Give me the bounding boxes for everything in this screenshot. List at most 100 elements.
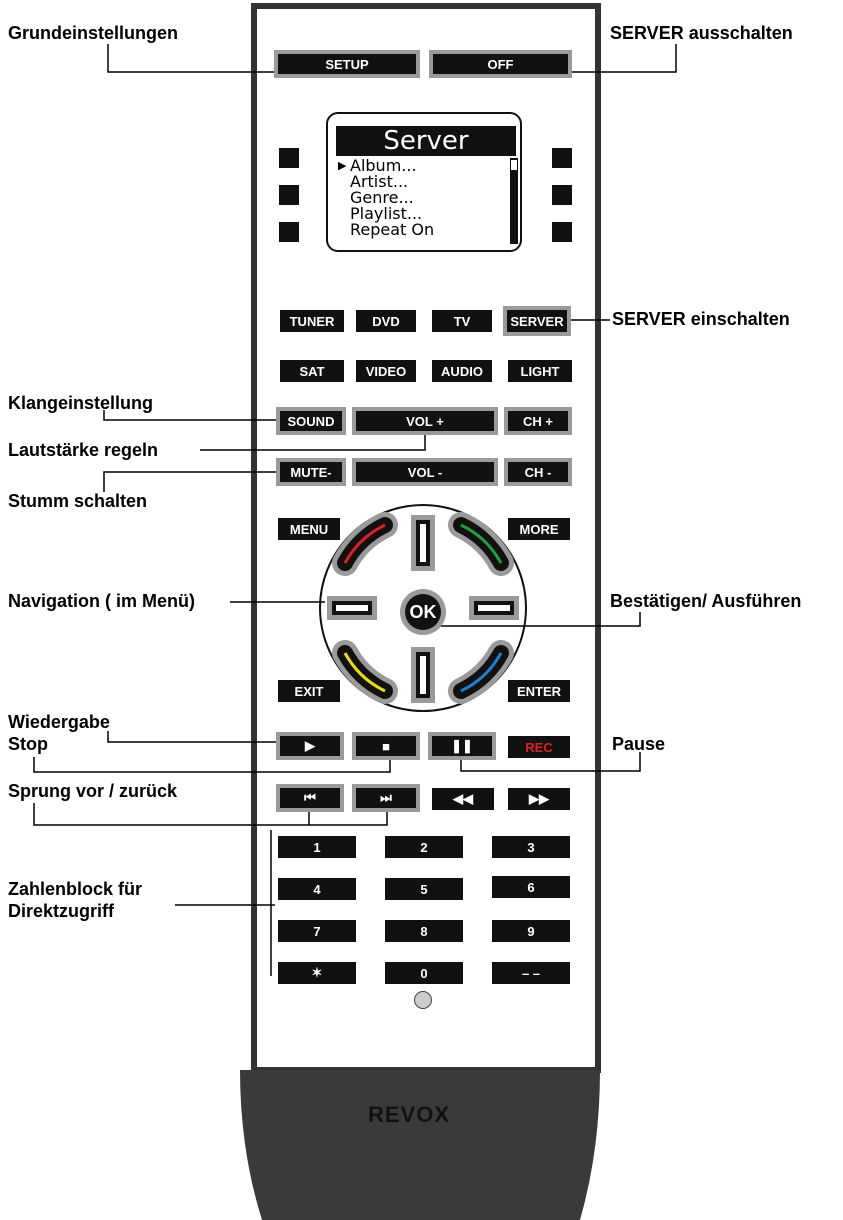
setup-button[interactable]: SETUP [274,50,420,78]
vol-down-button[interactable]: VOL - [352,458,498,486]
remote-bottom-cap [240,1070,600,1220]
display-title: Server [336,126,516,156]
sound-button[interactable]: SOUND [276,407,346,435]
line-stop [33,757,391,773]
number-3-button[interactable]: 3 [492,836,570,858]
number-2-button[interactable]: 2 [385,836,463,858]
enter-button[interactable]: ENTER [508,680,570,702]
line-play [107,731,276,743]
number-0-label: 0 [385,962,463,984]
nav-yellow-arc [332,640,398,704]
more-button-label: MORE [508,518,570,540]
dvd-button[interactable]: DVD [356,310,416,332]
skip-back-button[interactable]: ⏮ [276,784,344,812]
annotation-play: Wiedergabe [8,712,110,732]
revox-logo: REVOX [368,1102,451,1127]
dvd-button-label: DVD [356,310,416,332]
ch-up-button[interactable]: CH + [504,407,572,435]
soft-key-left-1[interactable] [279,148,299,168]
number-4-button[interactable]: 4 [278,878,356,900]
number-6-label: 6 [492,876,570,898]
annotation-confirm: Bestätigen/ Ausführen [610,591,802,611]
vol-down-button-label: VOL - [356,462,494,482]
line-setup [107,44,278,73]
exit-button[interactable]: EXIT [278,680,340,702]
soft-key-left-3[interactable] [279,222,299,242]
tv-button[interactable]: TV [432,310,492,332]
sat-button[interactable]: SAT [280,360,344,382]
exit-button-label: EXIT [278,680,340,702]
ch-down-button[interactable]: CH - [504,458,572,486]
ch-up-button-label: CH + [508,411,568,431]
tuner-button[interactable]: TUNER [280,310,344,332]
number-1-label: 1 [278,836,356,858]
number-8-button[interactable]: 8 [385,920,463,942]
soft-key-right-1[interactable] [552,148,572,168]
line-pause [460,752,641,772]
off-button[interactable]: OFF [429,50,572,78]
annotation-setup: Grundeinstellungen [8,23,179,43]
enter-button-label: ENTER [508,680,570,702]
line-confirm [436,612,641,627]
more-button[interactable]: MORE [508,518,570,540]
number-5-label: 5 [385,878,463,900]
nav-red-arc [332,512,398,576]
play-button[interactable]: ▶ [276,732,344,760]
nav-green-arc [448,512,514,576]
vol-up-button[interactable]: VOL + [352,407,498,435]
audio-button-label: AUDIO [432,360,492,382]
rec-button[interactable]: REC [508,736,570,758]
number-0-button[interactable]: 0 [385,962,463,984]
star-icon: ✶ [278,962,356,984]
soft-key-right-3[interactable] [552,222,572,242]
menu-button-label: MENU [278,518,340,540]
menu-button[interactable]: MENU [278,518,340,540]
dash-label: – – [492,962,570,984]
video-button[interactable]: VIDEO [356,360,416,382]
display-item: Album... [350,156,417,175]
server-button-label: SERVER [507,310,567,332]
light-button[interactable]: LIGHT [508,360,572,382]
dash-button[interactable]: – – [492,962,570,984]
rewind-button[interactable]: ◀◀ [432,788,494,810]
mute-button-label: MUTE- [280,462,342,482]
video-button-label: VIDEO [356,360,416,382]
pause-button[interactable]: ❚❚ [428,732,496,760]
ok-button[interactable]: OK [400,589,446,635]
light-button-label: LIGHT [508,360,572,382]
stop-icon: ■ [356,736,416,756]
vol-up-button-label: VOL + [356,411,494,431]
annotation-stop: Stop [8,734,48,754]
skip-forward-button[interactable]: ⏭ [352,784,420,812]
line-off [568,44,677,73]
display-scrollbar [510,158,518,244]
ch-down-button-label: CH - [508,462,568,482]
display-item: Artist... [350,172,409,191]
number-9-button[interactable]: 9 [492,920,570,942]
number-8-label: 8 [385,920,463,942]
line-sound [103,410,276,421]
rec-button-label: REC [508,736,570,758]
mute-button[interactable]: MUTE- [276,458,346,486]
soft-key-right-2[interactable] [552,185,572,205]
star-button[interactable]: ✶ [278,962,356,984]
number-3-label: 3 [492,836,570,858]
stop-button[interactable]: ■ [352,732,420,760]
nav-right-key [469,596,519,620]
annotation-sound: Klangeinstellung [8,393,154,413]
fast-forward-button[interactable]: ▶▶ [508,788,570,810]
selection-arrow-icon: ▶ [338,160,347,172]
display-item: Genre... [350,188,414,207]
nav-blue-arc [448,640,514,704]
soft-key-left-2[interactable] [279,185,299,205]
setup-button-label: SETUP [278,54,416,74]
nav-up-key [411,515,435,571]
number-6-button[interactable]: 6 [492,876,570,898]
pause-icon: ❚❚ [432,736,492,756]
number-1-button[interactable]: 1 [278,836,356,858]
number-5-button[interactable]: 5 [385,878,463,900]
number-7-button[interactable]: 7 [278,920,356,942]
server-button[interactable]: SERVER [503,306,571,336]
audio-button[interactable]: AUDIO [432,360,492,382]
tuner-button-label: TUNER [280,310,344,332]
